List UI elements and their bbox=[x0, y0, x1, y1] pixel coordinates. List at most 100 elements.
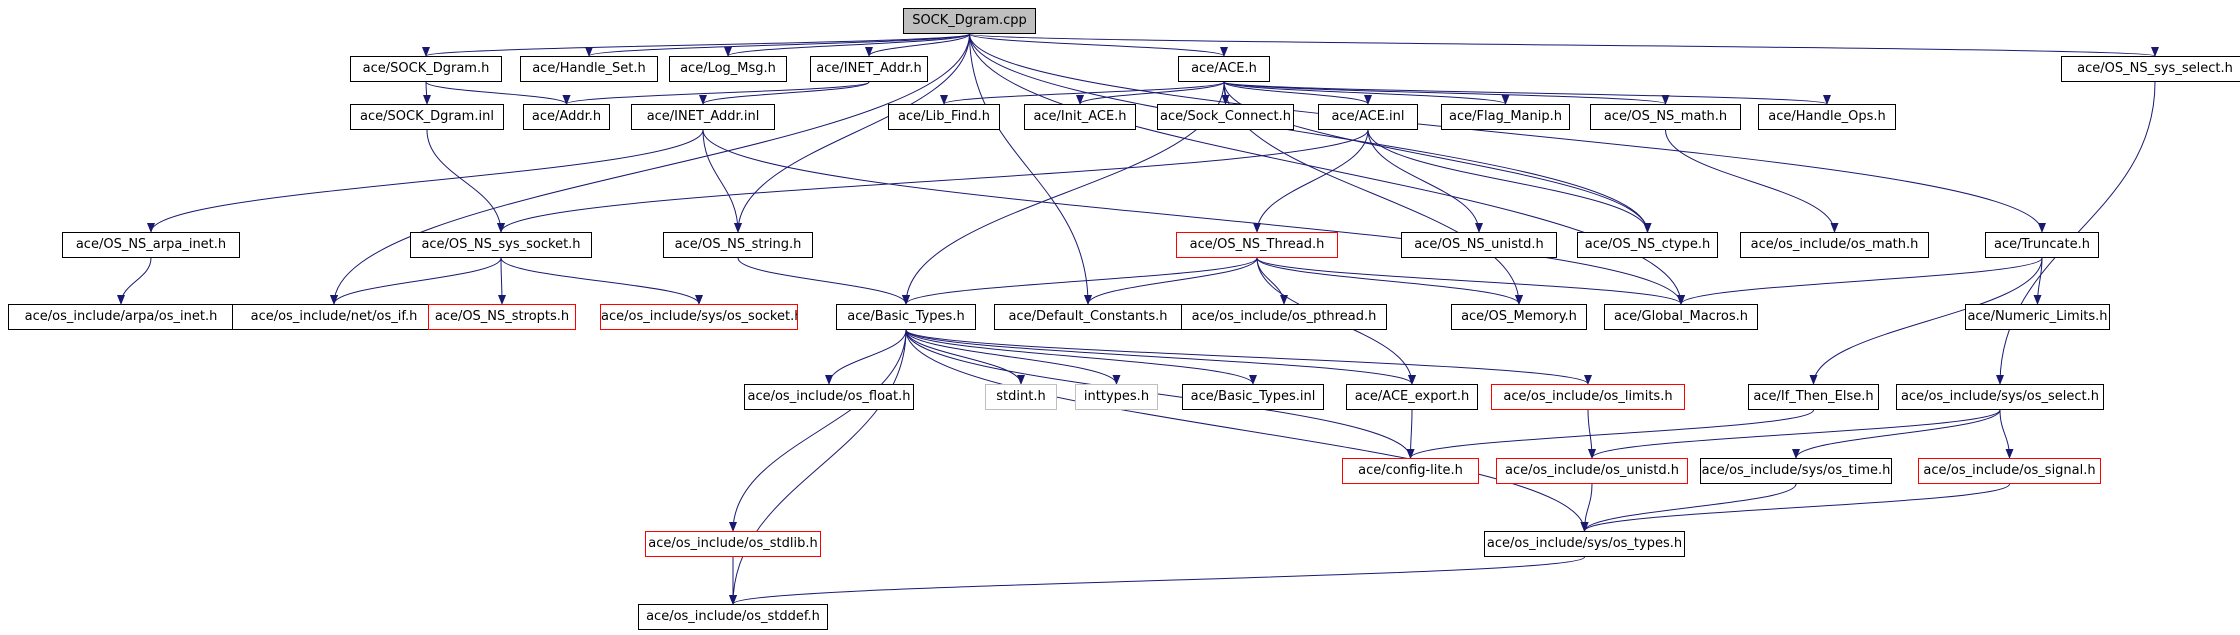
node-os-ns-math-h[interactable]: ace/OS_NS_math.h bbox=[1590, 104, 1741, 130]
edge-sock-dgram-cpp-to-inet-addr-h bbox=[865, 33, 970, 57]
edge-sock-dgram-cpp-to-sock-dgram-h bbox=[422, 33, 970, 57]
edge-ace-h-to-lib-find-h bbox=[940, 81, 1225, 105]
node-sock-dgram-cpp[interactable]: SOCK_Dgram.cpp bbox=[903, 8, 1036, 34]
edge-truncate-h-to-numeric-limits-h bbox=[2033, 257, 2043, 305]
node-handle-set-h[interactable]: ace/Handle_Set.h bbox=[520, 56, 658, 82]
edge-sys-os-types-h-to-os-stddef-h bbox=[729, 556, 1585, 605]
edge-sock-dgram-cpp-to-default-constants-h bbox=[969, 33, 1092, 305]
node-basic-types-h[interactable]: ace/Basic_Types.h bbox=[836, 304, 976, 330]
node-os-ns-stropts-h[interactable]: ace/OS_NS_stropts.h bbox=[428, 304, 576, 330]
node-if-then-else-h[interactable]: ace/If_Then_Else.h bbox=[1748, 384, 1879, 410]
node-lib-find-h[interactable]: ace/Lib_Find.h bbox=[888, 104, 1000, 130]
edge-ace-inl-to-os-ns-unistd-h bbox=[1367, 129, 1483, 233]
node-os-stddef-h[interactable]: ace/os_include/os_stddef.h bbox=[638, 604, 828, 630]
node-numeric-limits-h[interactable]: ace/Numeric_Limits.h bbox=[1965, 304, 2110, 330]
node-net-os-if-h[interactable]: ace/os_include/net/os_if.h bbox=[232, 304, 436, 330]
edge-inet-addr-inl-to-os-ns-string-h bbox=[702, 129, 742, 233]
node-arpa-os-inet-h[interactable]: ace/os_include/arpa/os_inet.h bbox=[8, 304, 234, 330]
edge-os-limits-h-to-os-unistd-h bbox=[1587, 409, 1596, 459]
edge-os-ns-thread-h-to-os-pthread-h bbox=[1256, 257, 1288, 305]
edge-ace-h-to-flag-manip-h bbox=[1223, 81, 1510, 105]
edge-ace-h-to-handle-ops-h bbox=[1223, 81, 1831, 105]
node-ace-inl[interactable]: ace/ACE.inl bbox=[1318, 104, 1418, 130]
node-sock-dgram-h[interactable]: ace/SOCK_Dgram.h bbox=[350, 56, 502, 82]
node-os-ns-sys-socket-h[interactable]: ace/OS_NS_sys_socket.h bbox=[410, 232, 592, 258]
node-init-ace-h[interactable]: ace/Init_ACE.h bbox=[1024, 104, 1136, 130]
edge-sock-dgram-cpp-to-global-macros-h bbox=[969, 33, 1685, 305]
node-os-ns-string-h[interactable]: ace/OS_NS_string.h bbox=[663, 232, 813, 258]
edge-inet-addr-h-to-inet-addr-inl bbox=[699, 81, 870, 105]
node-sys-os-time-h[interactable]: ace/os_include/sys/os_time.h bbox=[1700, 458, 1892, 484]
node-sys-os-socket-h[interactable]: ace/os_include/sys/os_socket.h bbox=[600, 304, 798, 330]
edge-truncate-h-to-if-then-else-h bbox=[1809, 257, 2043, 385]
node-handle-ops-h[interactable]: ace/Handle_Ops.h bbox=[1758, 104, 1896, 130]
edge-sock-dgram-inl-to-os-ns-sys-socket-h bbox=[426, 129, 505, 233]
edge-basic-types-h-to-config-lite-h bbox=[905, 329, 1415, 459]
node-sock-dgram-inl[interactable]: ace/SOCK_Dgram.inl bbox=[350, 104, 504, 130]
edge-basic-types-h-to-os-stddef-h bbox=[729, 329, 907, 605]
edge-sys-os-time-h-to-sys-os-types-h bbox=[1580, 483, 1797, 532]
edge-sock-dgram-cpp-to-truncate-h bbox=[969, 33, 2046, 233]
node-global-macros-h[interactable]: ace/Global_Macros.h bbox=[1604, 304, 1758, 330]
edge-os-unistd-h-to-sys-os-types-h bbox=[1580, 483, 1593, 532]
edge-ace-inl-to-os-ns-ctype-h bbox=[1367, 129, 1652, 233]
node-basic-types-inl[interactable]: ace/Basic_Types.inl bbox=[1182, 384, 1324, 410]
node-log-msg-h[interactable]: ace/Log_Msg.h bbox=[669, 56, 787, 82]
node-config-lite-h[interactable]: ace/config-lite.h bbox=[1342, 458, 1479, 484]
node-default-constants-h[interactable]: ace/Default_Constants.h bbox=[994, 304, 1182, 330]
edge-os-signal-h-to-sys-os-types-h bbox=[1580, 483, 2010, 532]
edge-os-ns-thread-h-to-global-macros-h bbox=[1256, 257, 1685, 305]
node-os-ns-thread-h[interactable]: ace/OS_NS_Thread.h bbox=[1176, 232, 1338, 258]
edge-basic-types-h-to-inttypes-h bbox=[905, 329, 1121, 385]
node-truncate-h[interactable]: ace/Truncate.h bbox=[1985, 232, 2099, 258]
node-os-include-os-math-h[interactable]: ace/os_include/os_math.h bbox=[1740, 232, 1929, 258]
edge-sock-dgram-h-to-sock-dgram-inl bbox=[422, 81, 431, 105]
edge-os-ns-sys-socket-h-to-os-ns-stropts-h bbox=[497, 257, 506, 305]
edge-truncate-h-to-global-macros-h bbox=[1677, 257, 2043, 305]
node-os-ns-arpa-inet-h[interactable]: ace/OS_NS_arpa_inet.h bbox=[62, 232, 240, 258]
edge-os-ns-sys-socket-h-to-net-os-if-h bbox=[330, 257, 502, 305]
node-sys-os-types-h[interactable]: ace/os_include/sys/os_types.h bbox=[1484, 531, 1685, 557]
node-os-float-h[interactable]: ace/os_include/os_float.h bbox=[744, 384, 914, 410]
node-os-unistd-h[interactable]: ace/os_include/os_unistd.h bbox=[1496, 458, 1688, 484]
edge-sys-os-select-h-to-os-signal-h bbox=[1999, 409, 2014, 459]
node-stdint-h[interactable]: stdint.h bbox=[985, 384, 1057, 410]
edge-ace-h-to-ace-inl bbox=[1223, 81, 1372, 105]
node-os-ns-sys-select-h[interactable]: ace/OS_NS_sys_select.h bbox=[2061, 56, 2240, 82]
edge-os-ns-math-h-to-os-include-os-math-h bbox=[1665, 129, 1839, 233]
edge-basic-types-h-to-os-float-h bbox=[825, 329, 907, 385]
edge-ace-h-to-os-ns-math-h bbox=[1223, 81, 1670, 105]
node-ace-export-h[interactable]: ace/ACE_export.h bbox=[1346, 384, 1478, 410]
edge-os-ns-arpa-inet-h-to-arpa-os-inet-h bbox=[117, 257, 152, 305]
edge-basic-types-h-to-ace-export-h bbox=[905, 329, 1416, 385]
node-os-ns-ctype-h[interactable]: ace/OS_NS_ctype.h bbox=[1577, 232, 1718, 258]
edge-os-ns-thread-h-to-os-memory-h bbox=[1256, 257, 1523, 305]
edge-basic-types-h-to-os-limits-h bbox=[905, 329, 1592, 385]
node-flag-manip-h[interactable]: ace/Flag_Manip.h bbox=[1441, 104, 1570, 130]
edge-ace-h-to-init-ace-h bbox=[1076, 81, 1225, 105]
node-sys-os-select-h[interactable]: ace/os_include/sys/os_select.h bbox=[1896, 384, 2104, 410]
node-ace-h[interactable]: ace/ACE.h bbox=[1178, 56, 1270, 82]
node-inet-addr-h[interactable]: ace/INET_Addr.h bbox=[810, 56, 928, 82]
edge-os-ns-thread-h-to-basic-types-h bbox=[902, 257, 1258, 305]
node-inttypes-h[interactable]: inttypes.h bbox=[1075, 384, 1158, 410]
edge-sock-dgram-cpp-to-ace-h bbox=[969, 33, 1228, 57]
edge-os-ns-string-h-to-basic-types-h bbox=[737, 257, 910, 305]
edge-os-ns-sys-socket-h-to-sys-os-socket-h bbox=[500, 257, 703, 305]
node-os-memory-h[interactable]: ace/OS_Memory.h bbox=[1451, 304, 1587, 330]
node-addr-h[interactable]: ace/Addr.h bbox=[523, 104, 610, 130]
edge-inet-addr-h-to-addr-h bbox=[562, 81, 870, 105]
node-os-limits-h[interactable]: ace/os_include/os_limits.h bbox=[1491, 384, 1685, 410]
node-os-stdlib-h[interactable]: ace/os_include/os_stdlib.h bbox=[645, 531, 821, 557]
edge-sys-os-select-h-to-os-unistd-h bbox=[1588, 409, 2001, 459]
node-os-signal-h[interactable]: ace/os_include/os_signal.h bbox=[1918, 458, 2101, 484]
node-inet-addr-inl[interactable]: ace/INET_Addr.inl bbox=[631, 104, 775, 130]
node-os-pthread-h[interactable]: ace/os_include/os_pthread.h bbox=[1181, 304, 1387, 330]
edge-basic-types-h-to-os-stdlib-h bbox=[729, 329, 907, 532]
edge-inet-addr-inl-to-os-ns-arpa-inet-h bbox=[147, 129, 704, 233]
node-sock-connect-h[interactable]: ace/Sock_Connect.h bbox=[1157, 104, 1294, 130]
node-os-ns-unistd-h[interactable]: ace/OS_NS_unistd.h bbox=[1401, 232, 1557, 258]
edge-basic-types-h-to-stdint-h bbox=[905, 329, 1025, 385]
